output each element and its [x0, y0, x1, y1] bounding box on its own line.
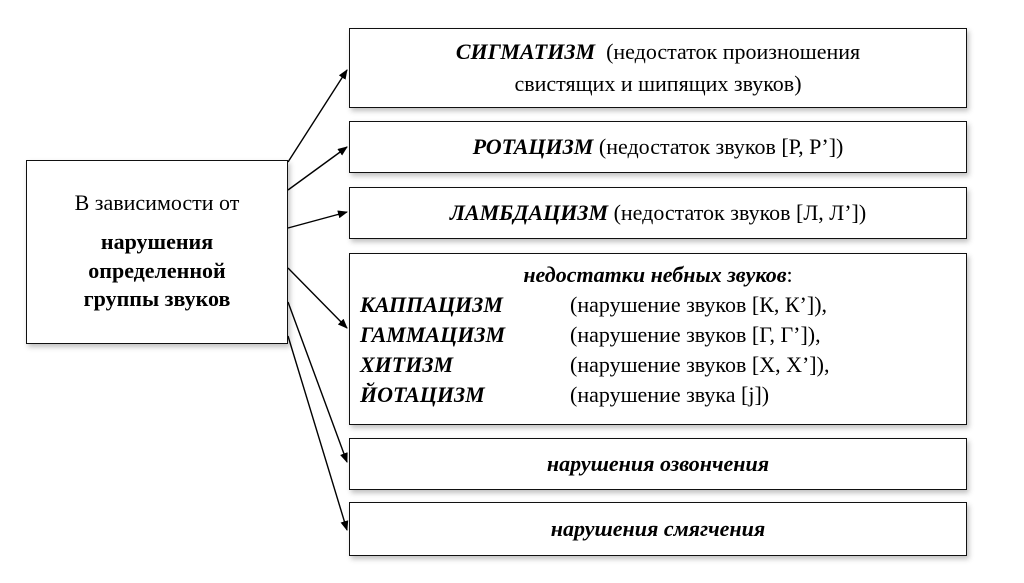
softening-term: нарушения смягчения — [550, 516, 766, 542]
jotacizm-term: ЙОТАЦИЗМ — [360, 382, 485, 407]
arrow-to-voicing — [287, 301, 348, 463]
palatal-heading: недостатки небных звуков: — [360, 260, 956, 290]
root-intro-text: В зависимости от — [74, 190, 240, 216]
sigmatizm-box: СИГМАТИЗМ (недостаток произношения свист… — [349, 28, 967, 108]
palatal-heading-colon: : — [786, 262, 793, 287]
lambdacizm-term: ЛАМБДАЦИЗМ — [449, 200, 609, 226]
rotacizm-box: РОТАЦИЗМ (недостаток звуков [Р, Р’]) — [349, 121, 967, 173]
kappacizm-desc: (нарушение звуков [К, К’]), — [570, 292, 828, 317]
root-bold-line-1: нарушения — [100, 229, 214, 255]
rotacizm-desc: (недостаток звуков [Р, Р’]) — [598, 134, 844, 160]
palatal-row-jotacizm: ЙОТАЦИЗМ (нарушение звука [j]) — [360, 380, 956, 410]
arrow-to-softening — [287, 335, 349, 531]
gammacizm-term: ГАММАЦИЗМ — [360, 322, 506, 347]
voicing-term: нарушения озвончения — [546, 451, 770, 477]
sigmatizm-term: СИГМАТИЗМ — [455, 39, 596, 65]
hitizm-term: ХИТИЗМ — [360, 352, 454, 377]
lambdacizm-desc: (недостаток звуков [Л, Л’]) — [613, 200, 867, 226]
palatal-heading-term: недостатки небных звуков — [523, 262, 787, 287]
arrow-to-rotacizm — [287, 146, 348, 191]
palatal-row-kappacizm: КАППАЦИЗМ (нарушение звуков [К, К’]), — [360, 290, 956, 320]
sigmatizm-desc-line-2: свистящих и шипящих звуков) — [514, 71, 802, 96]
sigmatizm-desc-line-1: (недостаток произношения — [606, 39, 861, 65]
root-category-box: В зависимости от нарушения определенной … — [26, 160, 288, 344]
arrow-to-palatal — [287, 267, 348, 329]
root-bold-line-3: группы звуков — [83, 286, 231, 312]
rotacizm-term: РОТАЦИЗМ — [472, 134, 594, 160]
hitizm-desc: (нарушение звуков [Х, Х’]), — [570, 352, 830, 377]
palatal-row-hitizm: ХИТИЗМ (нарушение звуков [Х, Х’]), — [360, 350, 956, 380]
gammacizm-desc: (нарушение звуков [Г, Г’]), — [570, 322, 821, 347]
palatal-row-gammacizm: ГАММАЦИЗМ (нарушение звуков [Г, Г’]), — [360, 320, 956, 350]
palatal-sounds-box: недостатки небных звуков: КАППАЦИЗМ (нар… — [349, 253, 967, 425]
jotacizm-desc: (нарушение звука [j]) — [570, 382, 770, 407]
arrow-to-lambdacizm — [287, 210, 348, 229]
voicing-disorder-box: нарушения озвончения — [349, 438, 967, 490]
arrow-to-sigmatizm — [287, 69, 348, 163]
kappacizm-term: КАППАЦИЗМ — [360, 292, 503, 317]
root-bold-line-2: определенной — [88, 257, 226, 283]
softening-disorder-box: нарушения смягчения — [349, 502, 967, 556]
lambdacizm-box: ЛАМБДАЦИЗМ (недостаток звуков [Л, Л’]) — [349, 187, 967, 239]
